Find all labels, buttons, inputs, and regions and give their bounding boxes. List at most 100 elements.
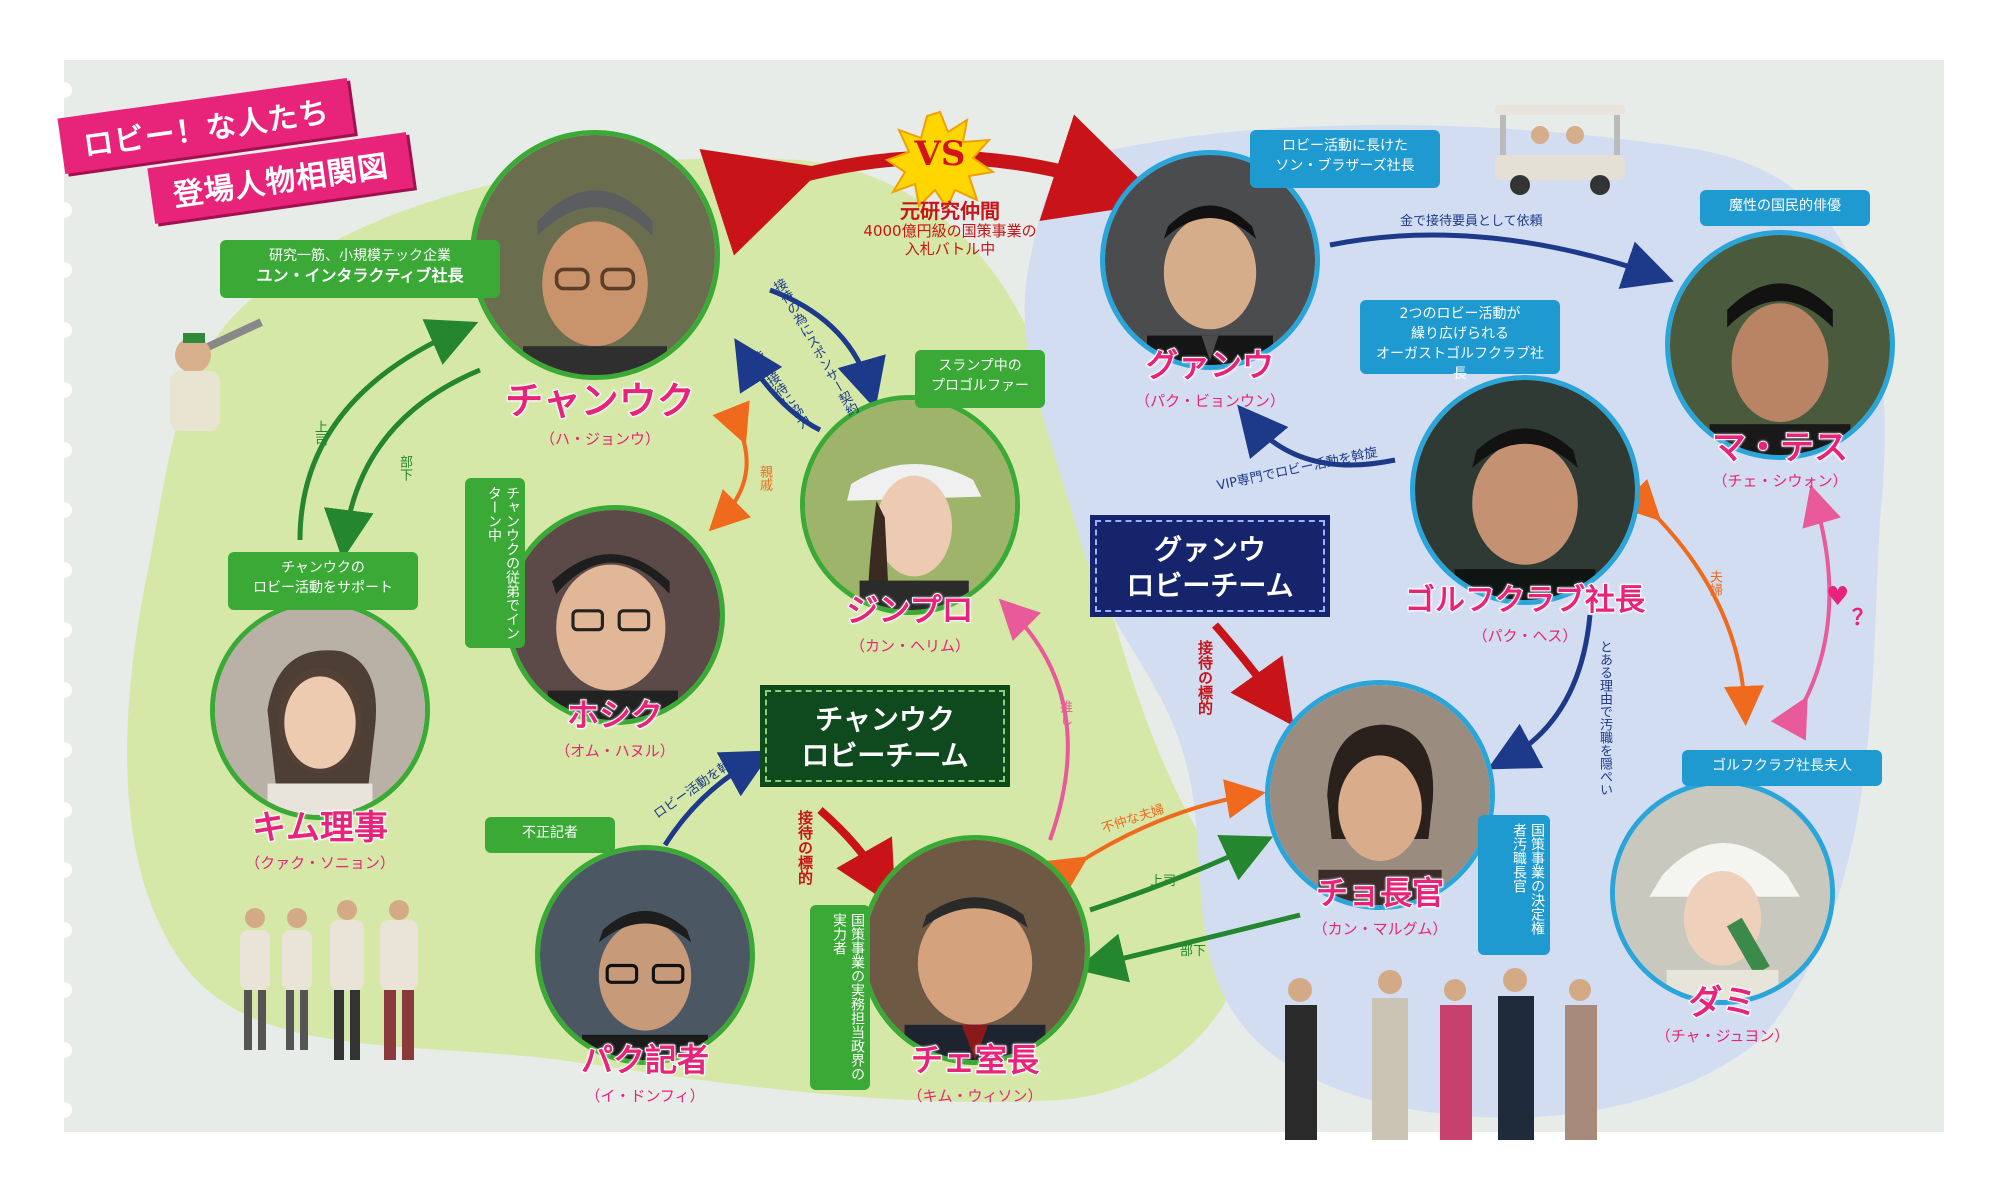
role-jinpro: スランプ中の プロゴルファー xyxy=(915,350,1045,408)
vs-label: VS xyxy=(914,134,966,174)
portrait-golf xyxy=(1410,375,1640,605)
name-matesu: マ・テス xyxy=(1711,427,1849,469)
arrow-target-right xyxy=(1211,622,1294,727)
portrait-cho xyxy=(1265,680,1495,910)
name-changwook: チャンウク xyxy=(504,378,696,424)
team-changwook-line1: チャンウク xyxy=(815,703,955,736)
role-cho: 国策事業の決定権者汚職長官 xyxy=(1478,815,1550,955)
rivalry-sub2: 入札バトル中 xyxy=(904,240,996,258)
rel-target-left: 接待の標的 xyxy=(796,810,814,885)
role-golf-line2: 繰り広げられる xyxy=(1411,326,1509,342)
arrow-money xyxy=(1329,232,1674,289)
arrow-reluctant xyxy=(734,338,822,433)
rel-sub2: 部下 xyxy=(1180,944,1207,959)
actor-gwangwoo: （パク・ビョンウン） xyxy=(1135,392,1285,410)
name-jinpro: ジンプロ xyxy=(845,590,974,630)
arrow-couple xyxy=(1618,478,1764,726)
team-changwook-line2: ロビーチーム xyxy=(801,739,969,772)
actor-choi: （キム・ウィソン） xyxy=(907,1087,1043,1105)
role-changwook-line1: 研究一筋、小規模テック企業 xyxy=(269,248,451,264)
golf-cart-illustration xyxy=(1495,105,1625,195)
name-choi: チェ室長 xyxy=(910,1040,1040,1080)
rel-oshi: 推し xyxy=(1057,700,1072,726)
portrait-matesu xyxy=(1665,230,1895,460)
portrait-dami xyxy=(1610,780,1835,1005)
rivalry-label: 元研究仲間 xyxy=(900,199,1000,223)
rel-reason: とある理由で汚職を隠ぺい xyxy=(1597,640,1612,796)
heart-icon: ♥ xyxy=(1826,582,1850,612)
arrow-sub2 xyxy=(1075,912,1301,983)
arrow-boss2 xyxy=(1089,835,1274,913)
rel-heart-question: ？ xyxy=(1852,606,1875,631)
role-golf-line1: 2つのロビー活動が xyxy=(1399,306,1521,322)
portrait-jinpro xyxy=(800,395,1020,615)
actor-kim: （クァク・ソニョン） xyxy=(245,854,395,872)
arrow-bad-couple xyxy=(1043,779,1266,895)
actor-hosik: （オム・ハヌル） xyxy=(555,742,675,760)
golfer-swing-illustration xyxy=(170,318,263,431)
role-gwangwoo-line1: ロビー活動に長けた xyxy=(1282,138,1408,154)
group-standing-illustration xyxy=(1285,968,1597,1140)
role-choi: 国策事業の実務担当政界の実力者 xyxy=(810,905,870,1090)
rel-boss2: 上司 xyxy=(1150,874,1177,889)
actor-cho: （カン・マルグム） xyxy=(1312,920,1448,938)
name-kim: キム理事 xyxy=(251,807,389,849)
vs-starburst xyxy=(885,110,995,210)
portrait-hosik xyxy=(505,505,725,725)
role-park: 不正記者 xyxy=(485,817,615,853)
arrow-reason xyxy=(1487,614,1593,770)
arrow-sub xyxy=(323,367,481,560)
role-changwook: 研究一筋、小規模テック企業 ユン・インタラクティブ社長 xyxy=(220,240,500,298)
rivalry-sub1: 4000億円級の国策事業の xyxy=(863,222,1037,240)
role-golf: 2つのロビー活動が 繰り広げられる オーガストゴルフクラブ社長 xyxy=(1360,300,1560,382)
role-gwangwoo-line2: ソン・ブラザーズ社長 xyxy=(1275,158,1415,174)
arrow-boss xyxy=(297,319,479,541)
role-gwangwoo: ロビー活動に長けた ソン・ブラザーズ社長 xyxy=(1250,130,1440,188)
team-gwangwoo-line2: ロビーチーム xyxy=(1126,569,1294,602)
actor-dami: （チャ・ジュヨン） xyxy=(1655,1027,1790,1045)
arrow-sponsor xyxy=(769,287,886,410)
portrait-choi xyxy=(860,835,1090,1065)
portrait-park xyxy=(535,845,755,1065)
role-hosik: チャンウクの従弟でインターン中 xyxy=(465,478,525,648)
team-gwangwoo-line1: グァンウ xyxy=(1153,533,1266,566)
name-golf: ゴルフクラブ社長 xyxy=(1404,582,1646,619)
actor-jinpro: （カン・ヘリム） xyxy=(849,637,970,655)
rel-sub: 部下 xyxy=(397,455,412,481)
golfers-group-illustration xyxy=(240,900,418,1060)
team-changwook: チャンウク ロビーチーム xyxy=(760,685,1010,787)
role-kim-line2: ロビー活動をサポート xyxy=(253,580,393,596)
actor-park: （イ・ドンフィ） xyxy=(585,1087,705,1105)
name-hosik: ホシク xyxy=(566,695,664,735)
role-kim: チャンウクの ロビー活動をサポート xyxy=(228,552,418,610)
role-dami: ゴルフクラブ社長夫人 xyxy=(1682,750,1882,786)
role-matesu: 魔性の国民的俳優 xyxy=(1700,190,1870,226)
rel-boss: 上司 xyxy=(312,420,327,446)
role-changwook-line2: ユン・インタラクティブ社長 xyxy=(256,266,464,285)
team-gwangwoo: グァンウ ロビーチーム xyxy=(1090,515,1330,617)
role-jinpro-line2: プロゴルファー xyxy=(931,378,1029,394)
rivalry-sub: 4000億円級の国策事業の 入札バトル中 xyxy=(820,222,1080,258)
role-golf-line3: オーガストゴルフクラブ社長 xyxy=(1376,346,1544,382)
portrait-gwangwoo xyxy=(1100,150,1320,370)
name-park: パク記者 xyxy=(580,1040,710,1080)
arrow-cousin xyxy=(708,400,752,532)
name-gwangwoo: グァンウ xyxy=(1145,345,1275,385)
role-kim-line1: チャンウクの xyxy=(281,560,365,576)
portrait-changwook xyxy=(470,130,720,380)
actor-golf: （パク・ヘス） xyxy=(1472,627,1578,645)
rel-money: 金で接待要員として依頼 xyxy=(1400,214,1543,229)
rel-target-right: 接待の標的 xyxy=(1196,640,1214,715)
arrow-heart xyxy=(1770,484,1841,741)
actor-matesu: （チェ・シウォン） xyxy=(1712,472,1848,490)
portrait-kim xyxy=(210,600,430,820)
name-cho: チョ長官 xyxy=(1315,873,1445,913)
rel-cousin: 親戚 xyxy=(757,465,772,491)
rel-couple: 夫婦 xyxy=(1707,570,1722,596)
role-jinpro-line1: スランプ中の xyxy=(938,358,1022,374)
arrow-vip xyxy=(1237,404,1396,468)
arrow-lobby xyxy=(662,750,773,847)
name-dami: ダミ xyxy=(1688,982,1758,1024)
